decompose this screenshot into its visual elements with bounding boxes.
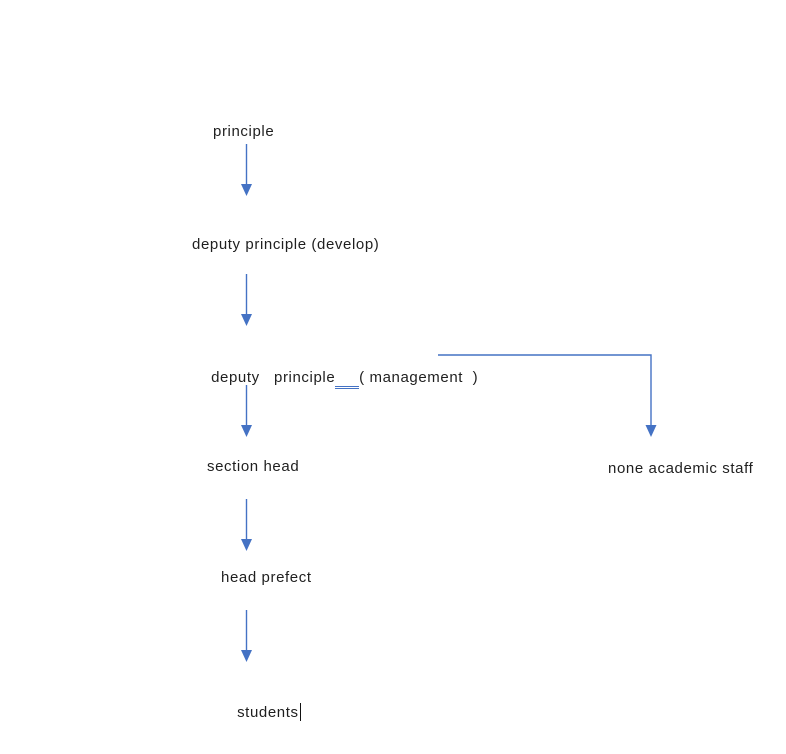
node-students[interactable]: students [218, 683, 301, 721]
label-text-after: ( management ) [359, 369, 479, 386]
arrow-down-connector-2[interactable] [240, 274, 253, 326]
arrow-down-connector-5[interactable] [240, 610, 253, 662]
node-head-prefect[interactable]: head prefect [221, 569, 312, 586]
node-none-academic-staff[interactable]: none academic staff [608, 460, 754, 477]
arrow-down-connector-3[interactable] [240, 385, 253, 437]
elbow-arrow-connector[interactable] [438, 350, 659, 443]
arrow-down-connector-1[interactable] [240, 144, 253, 196]
label-text: students [237, 704, 299, 721]
node-deputy-principle-management[interactable]: deputy principle ( management ) [192, 348, 478, 389]
text-cursor [299, 703, 301, 721]
grammar-double-underline [335, 369, 360, 389]
arrow-down-connector-4[interactable] [240, 499, 253, 551]
node-section-head[interactable]: section head [207, 458, 300, 475]
label-text-before: deputy principle [211, 369, 336, 386]
node-principle[interactable]: principle [213, 123, 275, 140]
node-deputy-principle-develop[interactable]: deputy principle (develop) [192, 236, 380, 253]
